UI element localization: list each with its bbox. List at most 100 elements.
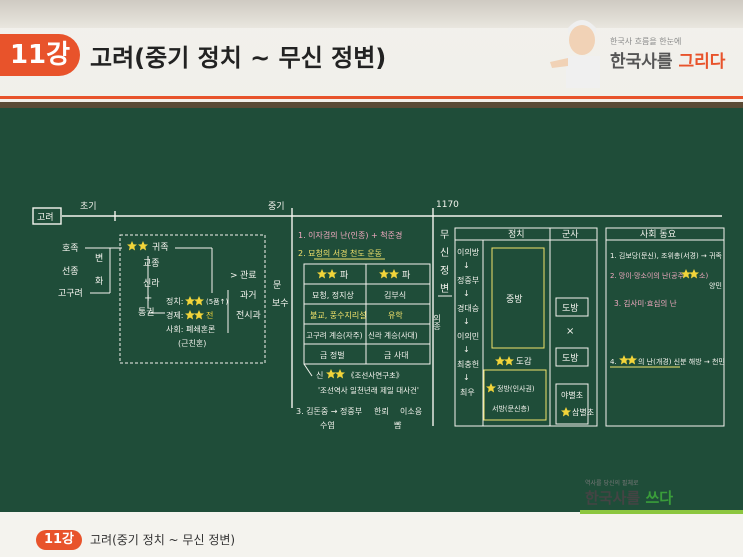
table-header-left: 파 xyxy=(340,270,349,281)
amin-label: 양민 xyxy=(709,281,722,290)
next-page-edge xyxy=(0,512,743,557)
exam-label: 과거 xyxy=(240,290,257,301)
star-icon xyxy=(495,356,505,366)
mid-item-1: 1. 이자겸의 난(인종) + 척준경 xyxy=(298,230,402,240)
politics-value: (5품↑) xyxy=(206,298,228,306)
ruler-5: 최충헌 xyxy=(457,359,479,369)
goguryeo-label: 고구려 xyxy=(58,288,83,299)
table-row-2-left: 불교, 풍수지리설 xyxy=(310,310,367,320)
gyojong-label: 교종 xyxy=(143,258,160,269)
official-label: 관료 xyxy=(240,270,257,281)
mid-section: 1. 이자겸의 난(인종) + 척준경 2. 묘청의 서경 천도 운동 파 파 xyxy=(296,230,431,430)
gt-sign: > xyxy=(230,271,238,281)
hojok-label: 호족 xyxy=(62,243,79,254)
mun-label: 문 xyxy=(273,280,281,291)
uijong-label: 의종 xyxy=(433,313,442,330)
teacher-illustration xyxy=(550,20,600,88)
isoeung-label: 이소응 xyxy=(400,406,422,416)
politics-label: 정치: xyxy=(166,296,183,306)
brand-title-prefix: 한국사를 xyxy=(610,52,679,72)
early-section: 호족 변 선종 화 고구려 귀족 xyxy=(58,234,289,364)
ruler-3: 경대승 xyxy=(457,303,479,313)
lesson-title: 고려(중기 정치 ~ 무신 정변) xyxy=(90,44,387,72)
ruler-4: 이의민 xyxy=(457,331,479,341)
footer-brand-logo: 역사를 당신의 필체로 한국사를 쓰다 xyxy=(585,478,673,508)
myocheong-table xyxy=(303,263,431,365)
star-icon xyxy=(194,310,204,320)
dogam-label: 도감 xyxy=(516,356,532,367)
land-system-label: 전시과 xyxy=(236,310,261,321)
brand-title-accent: 그리다 xyxy=(678,52,726,72)
table-row-4-right: 금 사대 xyxy=(384,351,409,360)
society-item-2: 2. 망이·망소이의 난(공주 xyxy=(610,271,685,280)
star-icon xyxy=(335,369,345,379)
seobang-label: 서방(문신층) xyxy=(492,404,530,413)
ruler-6: 최우 xyxy=(460,387,475,397)
footer-brand-subtitle: 역사를 당신의 필체로 xyxy=(585,480,639,487)
mid-item-2: 2. 묘청의 서경 천도 운동 xyxy=(298,248,382,258)
hwa-label: 화 xyxy=(95,276,103,287)
sambyeolcho-label: 삼별초 xyxy=(572,407,594,417)
economy-label: 경제: xyxy=(166,310,183,320)
silla-label: 신라 xyxy=(143,278,160,289)
brand-logo: 한국사 흐름을 한눈에 한국사를 그리다 xyxy=(610,36,743,72)
footer-brand-title-accent: 쓰다 xyxy=(645,489,674,507)
star-icon xyxy=(185,310,195,320)
society-item-4-prefix: 4. xyxy=(610,358,617,366)
star-icon xyxy=(317,269,327,279)
coup-title-char-1: 무 xyxy=(440,230,449,241)
consanguineous-label: (근친혼) xyxy=(178,338,206,348)
mid-item-3: 3. 김돈중 → 정중부 xyxy=(296,406,362,416)
ruler-arrow-5: ↓ xyxy=(463,373,470,382)
gwijok-label: 귀족 xyxy=(152,242,169,253)
table-row-3-left: 고구려 계승(자주) xyxy=(306,330,363,340)
society-title: 사회 동요 xyxy=(640,229,676,240)
footer-lesson-title: 고려(중기 정치 ~ 무신 정변) xyxy=(90,533,236,547)
footer-brand-title: 한국사를 쓰다 xyxy=(585,487,673,508)
seonjong-label: 선종 xyxy=(62,266,79,277)
suyeom-label: 수염 xyxy=(320,421,335,430)
ruler-2: 정중부 xyxy=(457,275,479,285)
sin-label: 신 xyxy=(316,371,323,380)
star-icon xyxy=(689,269,699,279)
dobang-2-label: 도방 xyxy=(562,353,579,364)
yabyeolcho-label: 야별초 xyxy=(561,390,583,400)
social-unrest-section: 사회 동요 1. 김보당(문신), 조위총(서경) → 귀족 2. 망이·망소이… xyxy=(605,227,725,427)
sin-quote: '조선역사 일천년래 제일 대사건' xyxy=(318,385,419,395)
table-row-1-right: 김부식 xyxy=(384,290,406,300)
byeon-label: 변 xyxy=(95,253,103,264)
military-coup-section: 무 신 정 변 의종 정치 군사 이 xyxy=(433,227,598,427)
economy-value: 전 xyxy=(206,310,213,320)
star-icon xyxy=(486,383,496,393)
star-icon xyxy=(389,269,399,279)
society-item-1: 1. 김보당(문신), 조위총(서경) → 귀족 xyxy=(610,251,722,260)
chalkboard: 고려 초기 중기 1170 호족 변 선종 화 고구려 xyxy=(0,102,743,518)
society-item-2-suffix: 소) xyxy=(699,272,708,280)
society-item-3: 3. 김사미·효심의 난 xyxy=(614,298,677,308)
star-icon xyxy=(561,407,571,417)
society-item-4-suffix: 의 난(개경) 신분 해방 → 천민 xyxy=(638,357,725,366)
period-early: 초기 xyxy=(80,201,97,212)
star-icon xyxy=(619,355,629,365)
coup-title-char-4: 변 xyxy=(440,283,449,295)
header-divider xyxy=(0,96,743,99)
jeongbang-label: 정방(인사권) xyxy=(497,384,535,393)
page-top-strip xyxy=(0,0,743,28)
star-icon xyxy=(127,241,137,251)
plus-sign: + xyxy=(144,293,152,304)
year-1170: 1170 xyxy=(436,200,459,210)
hanroe-label: 한뢰 xyxy=(374,407,389,416)
sin-reference: 《조선사연구초》 xyxy=(347,371,403,380)
coup-title-char-2: 신 xyxy=(440,247,449,259)
ruler-1: 이의방 xyxy=(457,247,480,257)
period-mid: 중기 xyxy=(268,201,285,212)
lesson-number-badge: 11강 xyxy=(0,34,80,76)
footer-lesson-number: 11강 xyxy=(36,530,82,550)
star-icon xyxy=(327,269,337,279)
ruler-arrow-1: ↓ xyxy=(463,261,470,270)
table-header-right: 파 xyxy=(402,270,411,281)
star-icon xyxy=(326,369,336,379)
star-icon xyxy=(627,355,637,365)
chalkboard-diagram: 고려 초기 중기 1170 호족 변 선종 화 고구려 xyxy=(32,200,725,430)
ruler-arrow-3: ↓ xyxy=(463,317,470,326)
